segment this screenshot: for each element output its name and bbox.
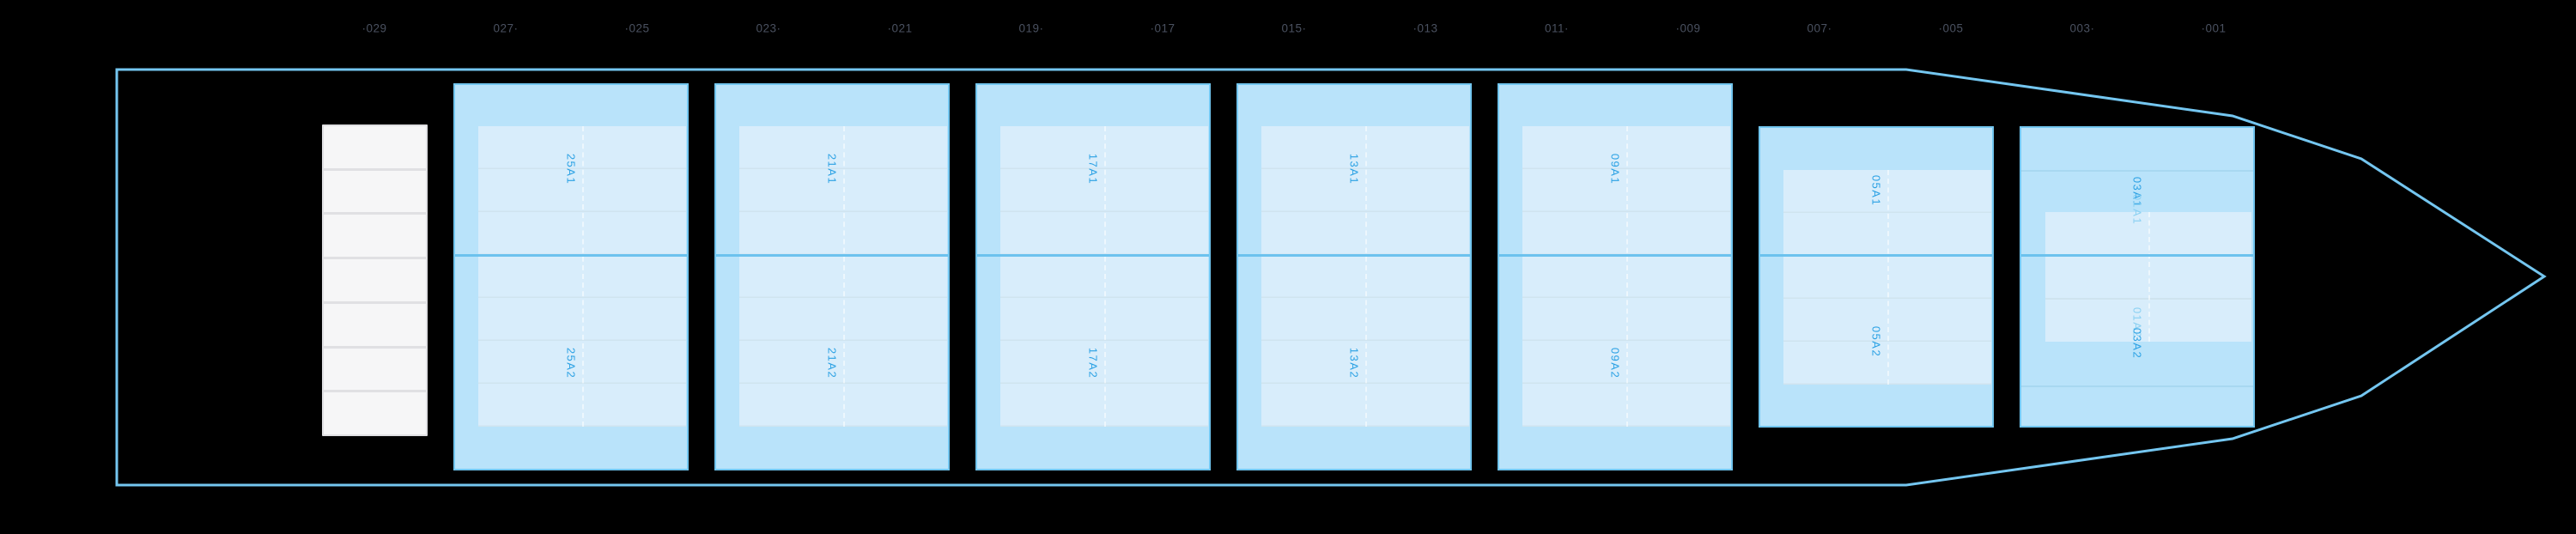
- bay-21-slots: [739, 126, 947, 427]
- bay-05[interactable]: 05A1 05A2: [1759, 126, 1994, 428]
- superstructure-row: [324, 126, 426, 168]
- superstructure-row: [324, 215, 426, 258]
- superstructure-row: [324, 170, 426, 213]
- frame-label: 015·: [1281, 21, 1307, 35]
- bay-03-row-line: [2021, 170, 2253, 172]
- bay-09-a2-label[interactable]: 09A2: [1608, 347, 1622, 379]
- bay-center-dash-line: [1365, 126, 1367, 427]
- bay-01[interactable]: [2045, 212, 2251, 342]
- bay-03[interactable]: 03A1 01A1 01A2 03A2: [2020, 126, 2255, 428]
- superstructure-row: [324, 348, 426, 391]
- bay-03-a2-label[interactable]: 03A2: [2130, 327, 2144, 360]
- bay-centerline: [977, 254, 1209, 257]
- bay-05-a2-label[interactable]: 05A2: [1869, 325, 1883, 358]
- bay-center-dash-line: [1104, 126, 1106, 427]
- bay-25[interactable]: 25A1 25A2: [453, 83, 689, 470]
- superstructure-row: [324, 303, 426, 346]
- frame-label: ·029: [361, 21, 387, 35]
- frame-label: ·005: [1938, 21, 1964, 35]
- bay-centerline: [1499, 254, 1731, 257]
- bay-centerline: [455, 254, 687, 257]
- frame-label: 023·: [756, 21, 781, 35]
- frame-label: 003·: [2069, 21, 2095, 35]
- bay-centerline: [716, 254, 948, 257]
- bay-center-dash-line: [2148, 212, 2150, 342]
- hull-polygon: [115, 68, 2547, 487]
- bay-17-slots: [1000, 126, 1208, 427]
- bay-05-a1-label[interactable]: 05A1: [1869, 174, 1883, 207]
- superstructure-row: [324, 259, 426, 301]
- bay-09-slots: [1522, 126, 1730, 427]
- bay-01-a1-label[interactable]: 01A1: [2130, 193, 2144, 226]
- bay-centerline: [1760, 254, 1992, 257]
- bay-centerline: [2021, 254, 2253, 257]
- frame-label: 011·: [1544, 21, 1570, 35]
- bay-05-slots: [1783, 170, 1991, 385]
- frame-label: 007·: [1807, 21, 1832, 35]
- bay-center-dash-line: [843, 126, 845, 427]
- frame-label: ·013: [1413, 21, 1438, 35]
- bay-25-a1-label[interactable]: 25A1: [564, 153, 578, 185]
- bay-25-a2-label[interactable]: 25A2: [564, 347, 578, 379]
- bay-21-a1-label[interactable]: 21A1: [825, 153, 839, 185]
- bay-13[interactable]: 13A1 13A2: [1236, 83, 1472, 470]
- bay-09[interactable]: 09A1 09A2: [1498, 83, 1733, 470]
- bay-13-a1-label[interactable]: 13A1: [1347, 153, 1361, 185]
- bay-03-row-line: [2021, 385, 2253, 387]
- frame-label: 019·: [1018, 21, 1044, 35]
- bay-21[interactable]: 21A1 21A2: [714, 83, 950, 470]
- bay-25-slots: [478, 126, 686, 427]
- bay-center-dash-line: [1887, 170, 1889, 385]
- bay-17-a2-label[interactable]: 17A2: [1086, 347, 1100, 379]
- frame-label: ·001: [2201, 21, 2227, 35]
- bay-13-a2-label[interactable]: 13A2: [1347, 347, 1361, 379]
- bay-17-a1-label[interactable]: 17A1: [1086, 153, 1100, 185]
- frame-label: ·021: [887, 21, 913, 35]
- frame-label: 027·: [493, 21, 519, 35]
- superstructure-row: [324, 392, 426, 434]
- bay-21-a2-label[interactable]: 21A2: [825, 347, 839, 379]
- frame-label: ·009: [1675, 21, 1701, 35]
- bay-17[interactable]: 17A1 17A2: [975, 83, 1211, 470]
- bay-centerline: [1238, 254, 1470, 257]
- frame-label: ·025: [624, 21, 650, 35]
- frame-label: ·017: [1150, 21, 1176, 35]
- superstructure-block: [322, 124, 428, 436]
- bay-center-dash-line: [1626, 126, 1628, 427]
- bay-09-a1-label[interactable]: 09A1: [1608, 153, 1622, 185]
- bay-13-slots: [1261, 126, 1469, 427]
- bay-center-dash-line: [582, 126, 584, 427]
